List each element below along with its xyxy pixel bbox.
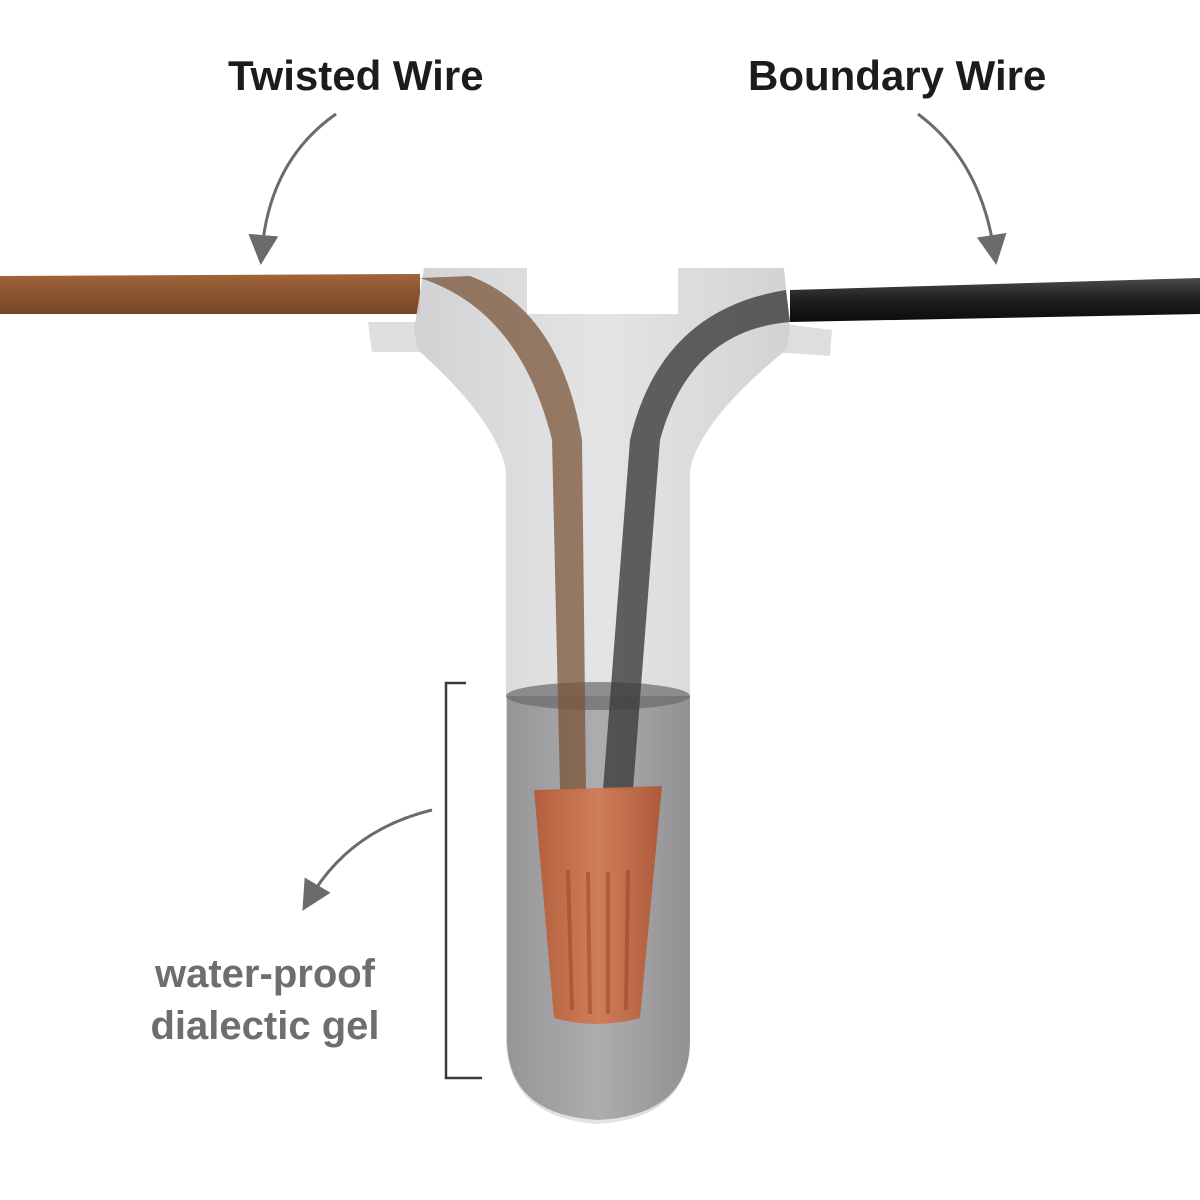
- twisted-wire-label: Twisted Wire: [228, 52, 484, 99]
- wire-nut: [534, 786, 662, 1024]
- gel-label-line1: water-proof: [155, 952, 375, 996]
- gel-label-line2: dialectic gel: [150, 1004, 380, 1048]
- curved-arrow-icon: [248, 112, 337, 265]
- bracket-icon: [444, 681, 482, 1080]
- curved-arrow-icon: [917, 112, 1007, 265]
- boundary-wire-inner: [603, 290, 790, 790]
- gel-label: water-proof dialectic gel: [120, 948, 410, 1052]
- boundary-wire-label: Boundary Wire: [748, 52, 1047, 99]
- twisted-wire-inner: [420, 276, 586, 790]
- curved-arrow-icon: [302, 808, 433, 911]
- twisted-wire-outer: [0, 274, 420, 314]
- boundary-wire-outer: [790, 278, 1200, 322]
